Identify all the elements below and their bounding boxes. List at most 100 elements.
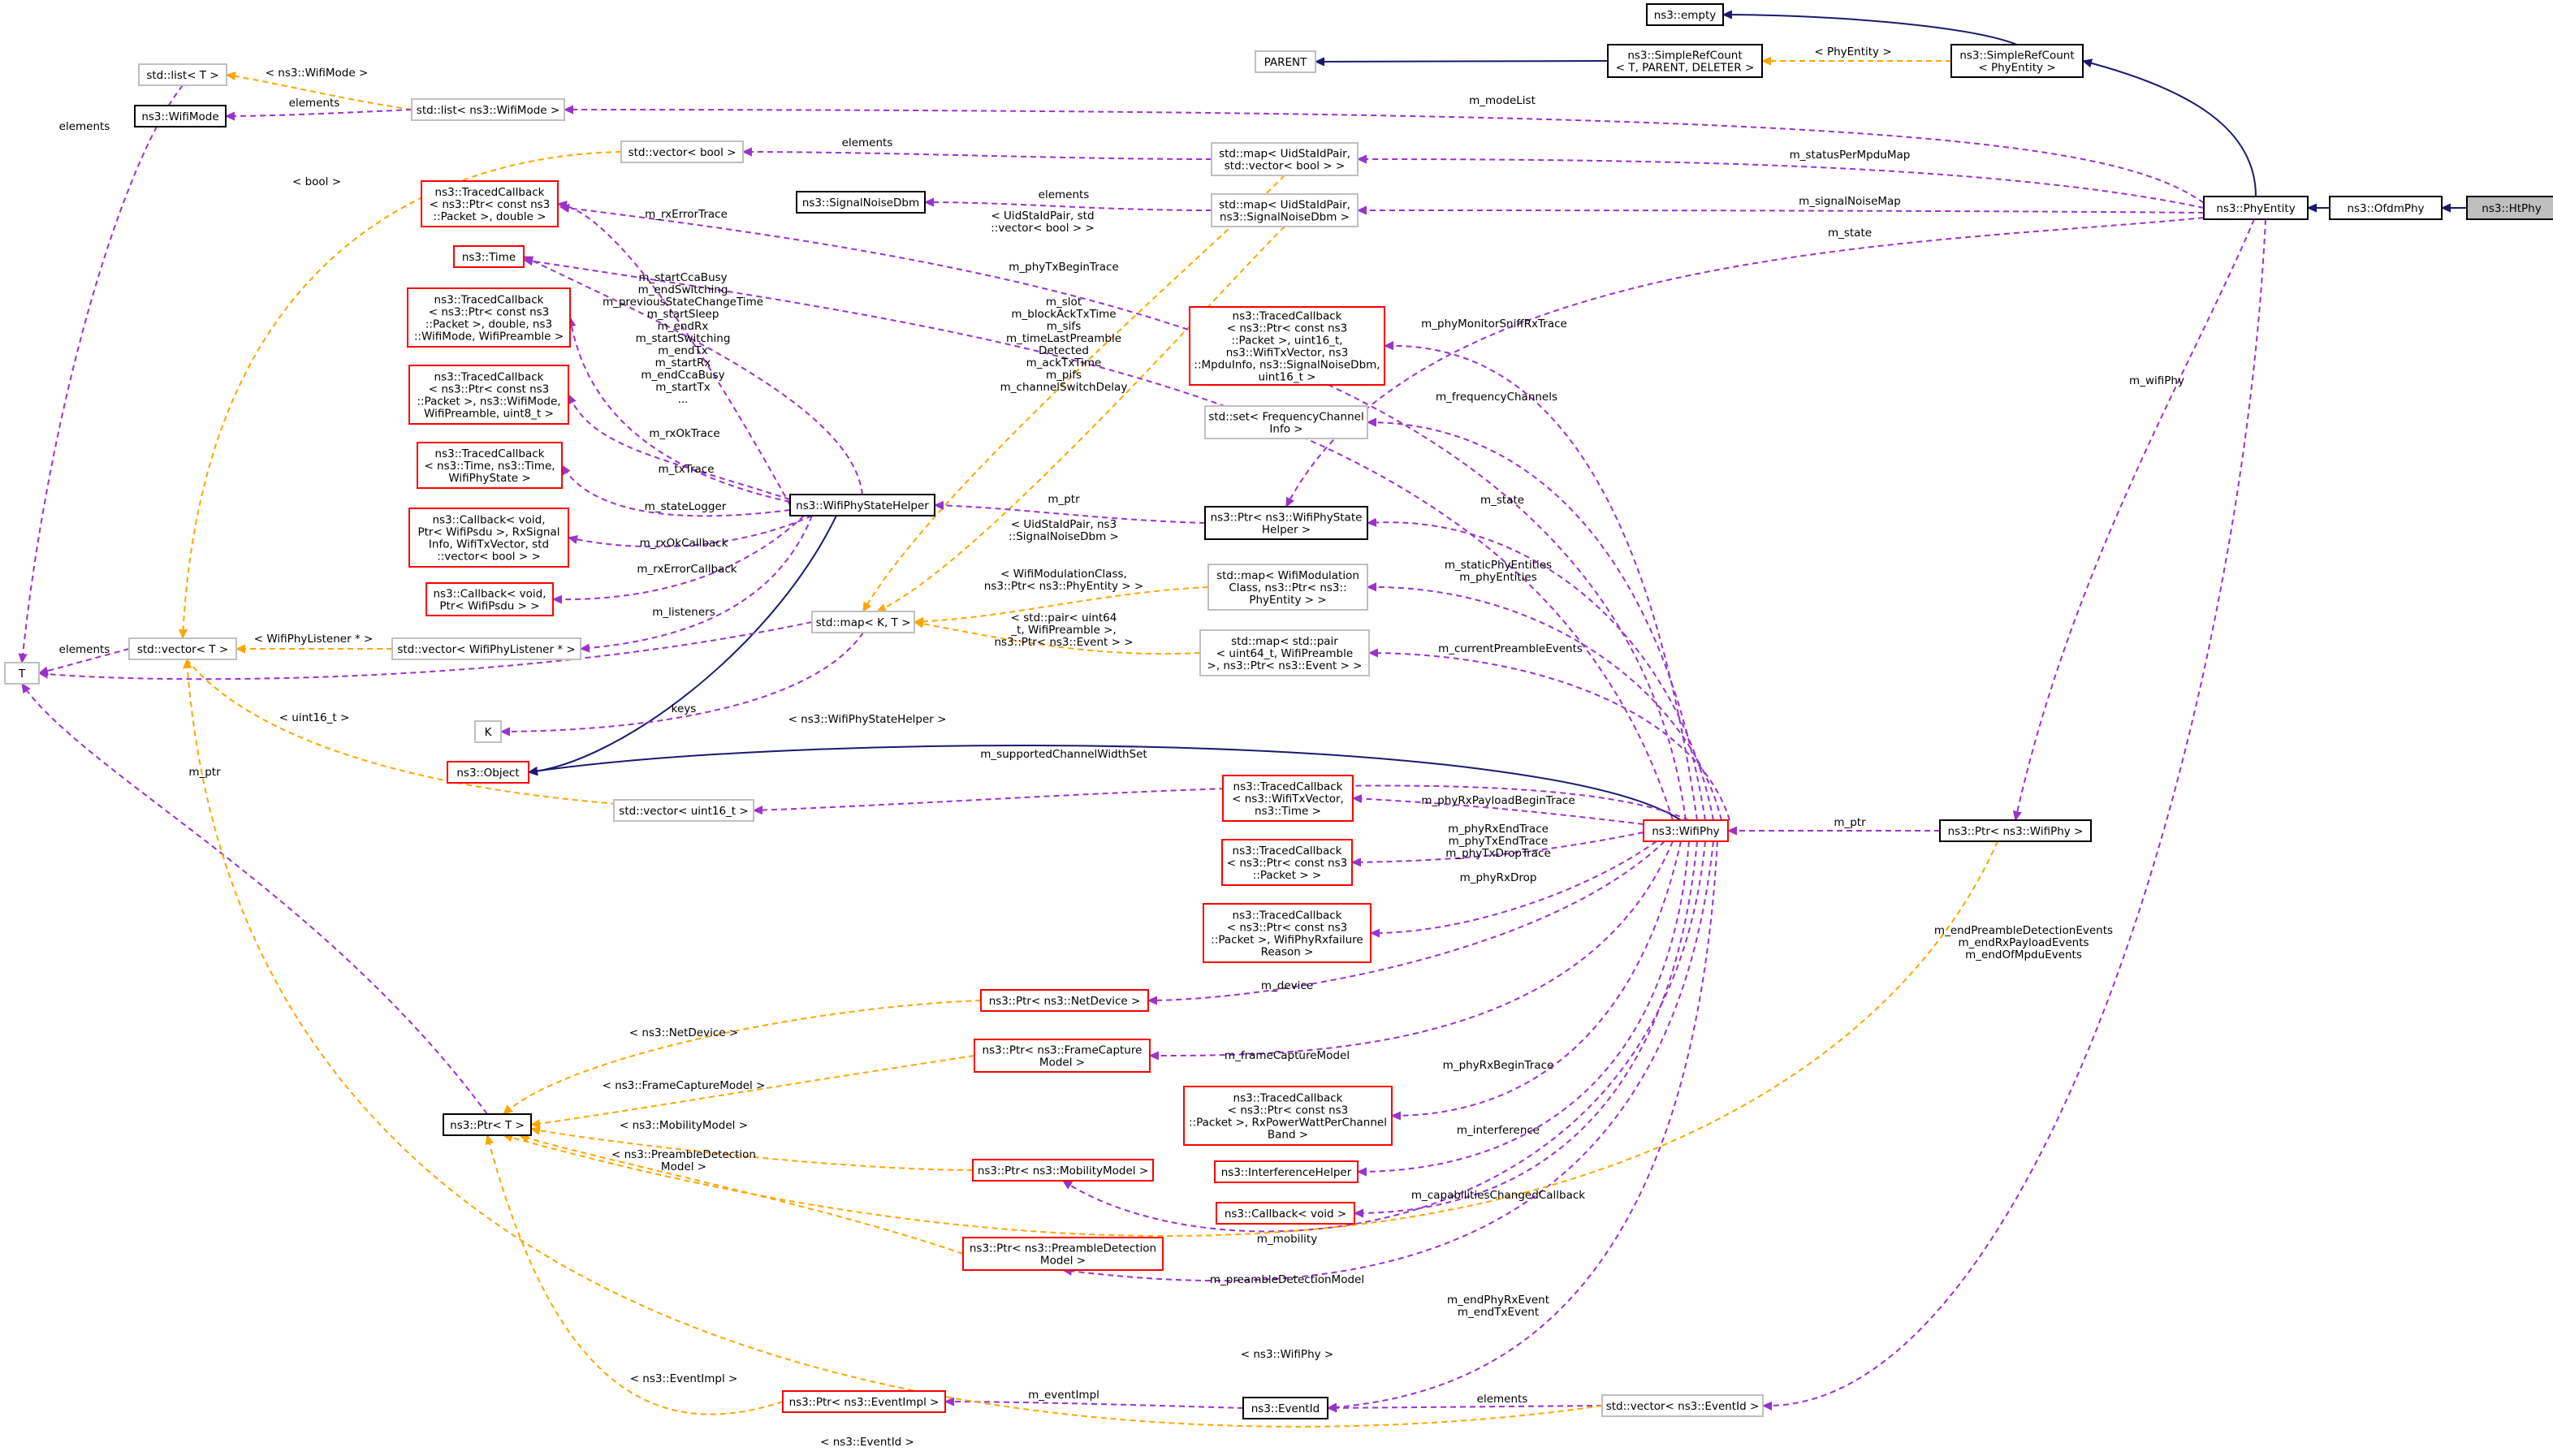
class-node-cbrxok[interactable]: ns3::Callback< void,Ptr< WifiPsdu >, RxS…	[408, 508, 569, 568]
class-node-label: PhyEntity > >	[1249, 594, 1326, 607]
edge-label-line: m_pifs	[1046, 369, 1082, 382]
class-node-vecbool[interactable]: std::vector< bool >	[620, 140, 744, 163]
class-node-tcpower[interactable]: ns3::TracedCallback< ns3::Ptr< const ns3…	[1183, 1086, 1393, 1146]
class-node-label: ns3::Ptr< ns3::WifiPhy >	[1948, 825, 2084, 838]
edge-label-line: m_state	[1828, 227, 1872, 240]
class-node-t[interactable]: T	[4, 662, 40, 685]
class-node-ptrmobility[interactable]: ns3::Ptr< ns3::MobilityModel >	[972, 1159, 1154, 1182]
class-node-label: ns3::TracedCallback	[434, 294, 544, 307]
edge-label-line: < ns3::EventImpl >	[630, 1372, 738, 1385]
class-node-simplerefcountphy[interactable]: ns3::SimpleRefCount< PhyEntity >	[1950, 44, 2084, 78]
class-node-label: ns3::TracedCallback	[1233, 310, 1342, 323]
class-node-ptrframecap[interactable]: ns3::Ptr< ns3::FrameCaptureModel >	[974, 1039, 1151, 1073]
class-node-label: < ns3::Ptr< const ns3	[429, 306, 550, 319]
class-node-ptrnetdevice[interactable]: ns3::Ptr< ns3::NetDevice >	[980, 989, 1149, 1012]
edge-label-line: m_startSwitching	[636, 332, 731, 345]
class-node-box	[138, 63, 227, 86]
class-node-tcpktmode[interactable]: ns3::TracedCallback< ns3::Ptr< const ns3…	[408, 365, 569, 425]
class-node-tcpkt[interactable]: ns3::TracedCallback< ns3::Ptr< const ns3…	[1221, 839, 1353, 886]
class-node-empty[interactable]: ns3::empty	[1646, 3, 1724, 26]
class-node-box	[421, 180, 559, 227]
class-node-tctimestate[interactable]: ns3::TracedCallback< ns3::Time, ns3::Tim…	[417, 442, 563, 489]
class-node-cbvoid[interactable]: ns3::Callback< void >	[1216, 1202, 1355, 1225]
class-node-simplerefcountt[interactable]: ns3::SimpleRefCount< T, PARENT, DELETER …	[1607, 44, 1763, 78]
edge-label-line: < ns3::WifiPhy >	[1241, 1348, 1333, 1361]
edge-label: m_stateLogger	[645, 500, 727, 513]
class-node-ptrstatehelper[interactable]: ns3::Ptr< ns3::WifiPhyStateHelper >	[1204, 506, 1368, 540]
class-node-label: ns3::OfdmPhy	[2347, 202, 2424, 215]
class-node-box	[453, 245, 525, 268]
class-node-ptrt[interactable]: ns3::Ptr< T >	[443, 1113, 532, 1136]
class-node-label: ns3::SimpleRefCount	[1959, 50, 2074, 63]
class-node-mapuidbool[interactable]: std::map< UidStaIdPair,std::vector< bool…	[1211, 142, 1359, 176]
class-node-mapkt[interactable]: std::map< K, T >	[811, 611, 915, 633]
class-node-label: std::map< UidStaIdPair,	[1219, 199, 1350, 212]
class-node-label: ns3::TracedCallback	[1233, 1092, 1343, 1105]
edge-label: keys	[672, 702, 697, 715]
edge-label-line: ns3::Ptr< ns3::PhyEntity > >	[984, 580, 1143, 593]
class-node-cbrxerr[interactable]: ns3::Callback< void,Ptr< WifiPsdu > >	[426, 582, 554, 616]
class-node-box	[620, 140, 744, 163]
class-node-label: ns3::TracedCallback	[1233, 845, 1342, 858]
class-node-k[interactable]: K	[474, 720, 502, 743]
edge-label-line: m_phyTxBeginTrace	[1009, 261, 1119, 274]
class-node-time[interactable]: ns3::Time	[453, 245, 525, 268]
class-node-signalnoisedbm[interactable]: ns3::SignalNoiseDbm	[796, 191, 926, 214]
class-node-mapuidsnr[interactable]: std::map< UidStaIdPair,ns3::SignalNoiseD…	[1211, 193, 1359, 227]
class-node-label: < ns3::Ptr< const ns3	[1227, 857, 1348, 870]
class-node-tcfail[interactable]: ns3::TracedCallback< ns3::Ptr< const ns3…	[1203, 903, 1372, 963]
class-node-mapmodclass[interactable]: std::map< WifiModulationClass, ns3::Ptr<…	[1207, 564, 1368, 611]
edge-label-line: elements	[59, 643, 110, 656]
class-node-phyentity[interactable]: ns3::PhyEntity	[2203, 196, 2309, 220]
class-node-object[interactable]: ns3::Object	[447, 761, 529, 784]
class-node-label: ns3::WifiPhy	[1652, 825, 1719, 838]
edge-label: < WifiPhyListener * >	[254, 633, 374, 646]
class-node-wifiphy[interactable]: ns3::WifiPhy	[1643, 819, 1729, 842]
class-node-label: PARENT	[1264, 56, 1308, 69]
class-node-label: < T, PARENT, DELETER >	[1616, 62, 1755, 75]
edge-label: m_statusPerMpduMap	[1790, 149, 1911, 162]
class-node-tctxvec[interactable]: ns3::TracedCallback< ns3::WifiTxVector,n…	[1222, 775, 1354, 822]
template-edge	[862, 175, 1285, 611]
class-node-veceventid[interactable]: std::vector< ns3::EventId >	[1601, 1394, 1764, 1417]
edge-label-line: m_phyRxEndTrace	[1448, 823, 1549, 836]
class-node-tcpktdouble[interactable]: ns3::TracedCallback< ns3::Ptr< const ns3…	[421, 180, 559, 227]
template-edge	[183, 151, 622, 638]
member-edge	[21, 684, 488, 1115]
class-node-mappair[interactable]: std::map< std::pair< uint64_t, WifiPream…	[1199, 629, 1370, 676]
class-node-listwifimode[interactable]: std::list< ns3::WifiMode >	[411, 98, 565, 121]
edge-label-line: m_endOfMpduEvents	[1965, 948, 2082, 961]
class-node-vect[interactable]: std::vector< T >	[128, 637, 237, 660]
class-node-tcsniff[interactable]: ns3::TracedCallback< ns3::Ptr< const ns3…	[1189, 306, 1385, 386]
class-node-label: ns3::PhyEntity	[2216, 202, 2295, 215]
class-node-ofdmphy[interactable]: ns3::OfdmPhy	[2329, 196, 2443, 220]
edge-label: m_startCcaBusym_endSwitchingm_previousSt…	[603, 271, 763, 406]
edge-label: elements	[59, 643, 110, 656]
edge-label-line: < ns3::EventId >	[820, 1436, 914, 1449]
edge-label-line: < ns3::WifiPhyStateHelper >	[788, 713, 947, 726]
class-node-veclistener[interactable]: std::vector< WifiPhyListener * >	[391, 637, 581, 660]
class-node-label: Info >	[1269, 423, 1302, 436]
class-node-interference[interactable]: ns3::InterferenceHelper	[1214, 1160, 1359, 1183]
class-node-vecu16[interactable]: std::vector< uint16_t >	[613, 799, 754, 822]
class-node-listt[interactable]: std::list< T >	[138, 63, 227, 86]
class-node-ptreventimpl[interactable]: ns3::Ptr< ns3::EventImpl >	[782, 1390, 946, 1413]
edge-label-line: < UidStaIdPair, ns3	[1011, 518, 1117, 531]
edge-label: m_eventImpl	[1028, 1389, 1099, 1402]
edge-label: m_listeners	[652, 606, 715, 619]
class-node-statehelper[interactable]: ns3::WifiPhyStateHelper	[789, 494, 935, 516]
edge-label-line: elements	[59, 120, 110, 133]
class-node-parent[interactable]: PARENT	[1255, 50, 1316, 73]
class-node-wifimode[interactable]: ns3::WifiMode	[134, 105, 227, 127]
edge-label: m_wifiPhy	[2129, 374, 2184, 387]
member-edge	[1352, 832, 1644, 862]
edge-label-line: m_slot	[1046, 296, 1082, 309]
edge-label: < ns3::NetDevice >	[629, 1026, 738, 1039]
class-node-eventid[interactable]: ns3::EventId	[1242, 1397, 1328, 1419]
class-node-ptrwifiphy[interactable]: ns3::Ptr< ns3::WifiPhy >	[1939, 819, 2092, 842]
class-node-tcpktdoublemode[interactable]: ns3::TracedCallback< ns3::Ptr< const ns3…	[407, 287, 571, 348]
class-node-htphy[interactable]: ns3::HtPhy	[2466, 196, 2553, 220]
